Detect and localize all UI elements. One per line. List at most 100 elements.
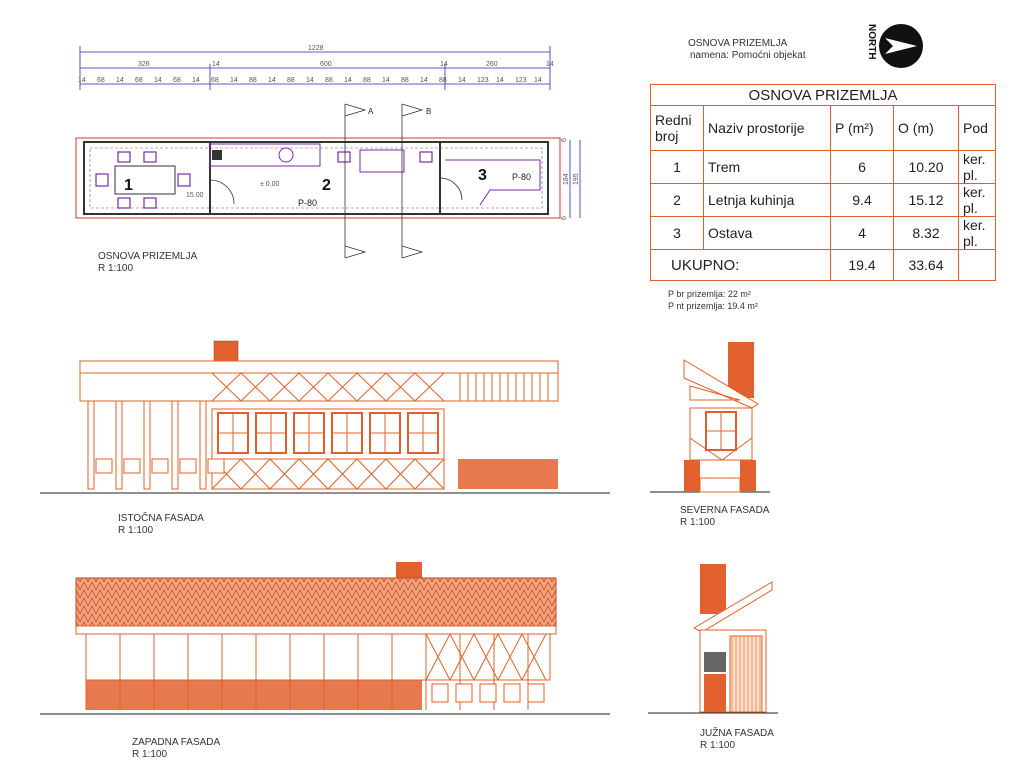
dim-label: 14 [192, 77, 200, 84]
dim-label: 14 [116, 77, 124, 84]
level-label-2: 15.00 [186, 192, 204, 199]
building-walls [83, 141, 549, 215]
drawing-title: OSNOVA PRIZEMLJA namena: Pomoćni objekat [688, 38, 806, 62]
dim-label: 68 [97, 77, 105, 84]
cell-perimeter: 10.20 [893, 150, 959, 184]
total-dimension: 1228 [308, 45, 324, 52]
south-elevation-caption: JUŽNA FASADA R 1:100 [700, 728, 774, 752]
dim-label: 326 [138, 61, 150, 68]
col-header-name: Naziv prostorije [703, 105, 831, 151]
dim-label: 14 [230, 77, 238, 84]
north-elevation-caption: SEVERNA FASADA R 1:100 [680, 505, 769, 529]
dim-label: 14 [306, 77, 314, 84]
dim-label: 184 [563, 173, 570, 185]
cell-name: Ostava [703, 216, 831, 250]
cell-floor: ker. pl. [958, 183, 996, 217]
dim-label: 88 [439, 77, 447, 84]
plan-caption: OSNOVA PRIZEMLJA R 1:100 [98, 251, 197, 275]
section-b-label: B [426, 107, 431, 116]
dim-label: 14 [440, 61, 448, 68]
north-elevation-scale: R 1:100 [680, 517, 716, 528]
dim-label: 14 [458, 77, 466, 84]
east-elevation-name: ISTOČNA FASADA [118, 513, 204, 524]
dim-label: 6 [561, 138, 568, 142]
dim-label: 123 [515, 77, 527, 84]
total-empty [958, 249, 996, 281]
east-elevation-drawing [40, 340, 610, 494]
cell-no: 3 [650, 216, 704, 250]
south-elevation-scale: R 1:100 [700, 740, 736, 751]
table-row: 2 Letnja kuhinja 9.4 15.12 ker. pl. [650, 183, 996, 217]
east-elevation-scale: R 1:100 [118, 525, 154, 536]
dim-label: 14 [382, 77, 390, 84]
cell-no: 1 [650, 150, 704, 184]
col-header-no: Redni broj [650, 105, 704, 151]
gross-area-note: P br prizemlja: 22 m² [668, 289, 751, 299]
dimension-lines [79, 46, 581, 218]
room-schedule-table: OSNOVA PRIZEMLJA Redni broj Naziv prosto… [650, 84, 996, 281]
north-arrow-icon: NORTH [866, 24, 923, 68]
room-number-3: 3 [478, 167, 487, 184]
total-perimeter: 33.64 [893, 249, 959, 281]
dim-label: 6 [561, 216, 568, 220]
cell-floor: ker. pl. [958, 150, 996, 184]
dim-label: 68 [135, 77, 143, 84]
dim-label: 88 [401, 77, 409, 84]
cell-floor: ker. pl. [958, 216, 996, 250]
room-number-1: 1 [124, 177, 133, 194]
south-elevation-drawing [648, 564, 778, 714]
cell-area: 9.4 [830, 183, 894, 217]
north-elevation-drawing [650, 342, 770, 493]
cell-no: 2 [650, 183, 704, 217]
col-header-floor: Pod [958, 105, 996, 151]
total-label: UKUPNO: [650, 249, 831, 281]
dim-label: 260 [486, 61, 498, 68]
plan-caption-scale: R 1:100 [98, 263, 134, 274]
dim-label: 14 [344, 77, 352, 84]
dims-row-1: 326 14 600 14 260 14 [138, 61, 554, 68]
col-header-perimeter: O (m) [893, 105, 959, 151]
chairs [95, 151, 433, 209]
plan-frame [75, 137, 561, 219]
dim-label: 195 [573, 173, 580, 185]
area-notes: P br prizemlja: 22 m² P nt prizemlja: 19… [668, 288, 758, 312]
col-header-area: P (m²) [830, 105, 894, 151]
right-dims: 6 184 195 6 [561, 138, 580, 220]
dim-label: 14 [546, 61, 554, 68]
table-row: 1 Trem 6 10.20 ker. pl. [650, 150, 996, 184]
west-elevation-caption: ZAPADNA FASADA R 1:100 [132, 737, 220, 761]
dim-label: 88 [363, 77, 371, 84]
north-elevation-name: SEVERNA FASADA [680, 505, 770, 516]
dim-label: 14 [534, 77, 542, 84]
south-elevation-name: JUŽNA FASADA [700, 728, 774, 739]
cell-area: 4 [830, 216, 894, 250]
cell-name: Letnja kuhinja [703, 183, 831, 217]
level-label: ± 0.00 [260, 181, 280, 188]
total-area: 19.4 [830, 249, 894, 281]
dim-label: 14 [78, 77, 86, 84]
dim-label: 600 [320, 61, 332, 68]
cell-perimeter: 15.12 [893, 183, 959, 217]
west-elevation-drawing [40, 562, 610, 715]
dim-label: 88 [287, 77, 295, 84]
dim-label: 14 [420, 77, 428, 84]
table-title: OSNOVA PRIZEMLJA [650, 84, 996, 106]
dim-label: 14 [154, 77, 162, 84]
west-elevation-scale: R 1:100 [132, 749, 168, 760]
dim-label: 68 [211, 77, 219, 84]
cell-area: 6 [830, 150, 894, 184]
table-row: 3 Ostava 4 8.32 ker. pl. [650, 216, 996, 250]
dim-label: 68 [173, 77, 181, 84]
plan-caption-name: OSNOVA PRIZEMLJA [98, 251, 198, 262]
drawing-subtitle: namena: Pomoćni objekat [690, 50, 806, 61]
dim-label: 14 [496, 77, 504, 84]
p80-label-a: P-80 [298, 198, 317, 208]
table-total-row: UKUPNO: 19.4 33.64 [650, 249, 996, 281]
table-header-row: Redni broj Naziv prostorije P (m²) O (m)… [650, 105, 996, 151]
dim-label: 14 [212, 61, 220, 68]
section-markers [344, 103, 424, 259]
room-number-2: 2 [322, 177, 331, 194]
net-area-note: P nt prizemlja: 19.4 m² [668, 301, 758, 311]
